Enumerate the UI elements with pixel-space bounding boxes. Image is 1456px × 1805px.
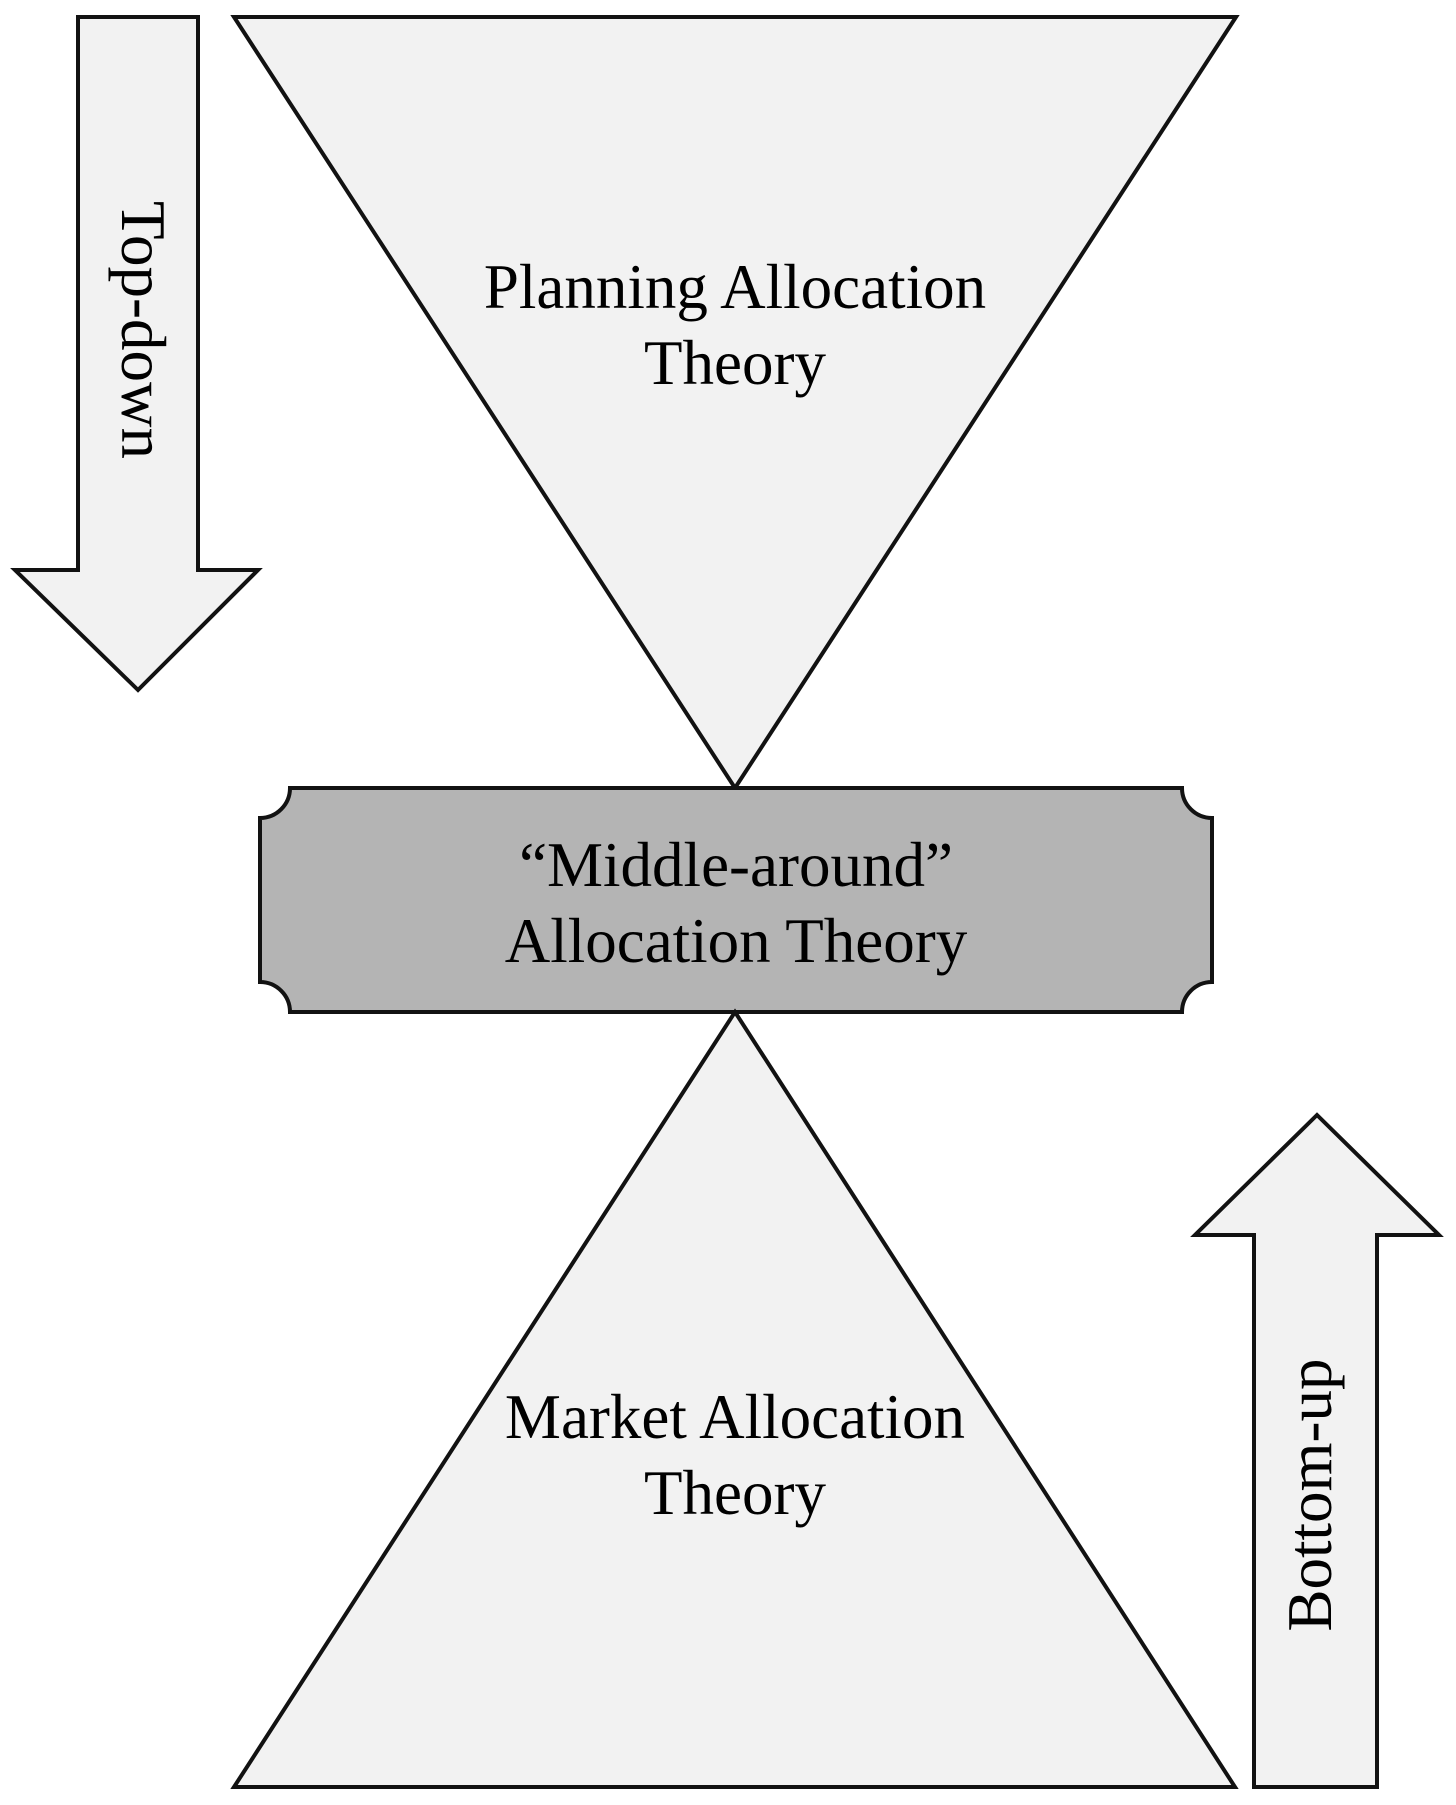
top-down-arrow-shape (10, 15, 263, 693)
planning-triangle-label-line2: Theory (644, 328, 826, 398)
market-triangle-shape (230, 1008, 1239, 1789)
bottom-up-arrow-label: Bottom-up (1275, 1358, 1345, 1631)
market-triangle-label-line2: Theory (644, 1458, 826, 1528)
planning-triangle-shape (230, 15, 1240, 792)
market-triangle-label-line1: Market Allocation (505, 1382, 965, 1452)
middle-around-plaque-label-line2: Allocation Theory (505, 906, 968, 976)
middle-around-plaque-shape (258, 786, 1214, 1014)
top-down-arrow-label: Top-down (108, 201, 178, 459)
bottom-up-arrow-shape (1190, 1112, 1444, 1789)
planning-triangle-label-line1: Planning Allocation (484, 252, 986, 322)
middle-around-plaque-label-line1: “Middle-around” (519, 830, 953, 900)
